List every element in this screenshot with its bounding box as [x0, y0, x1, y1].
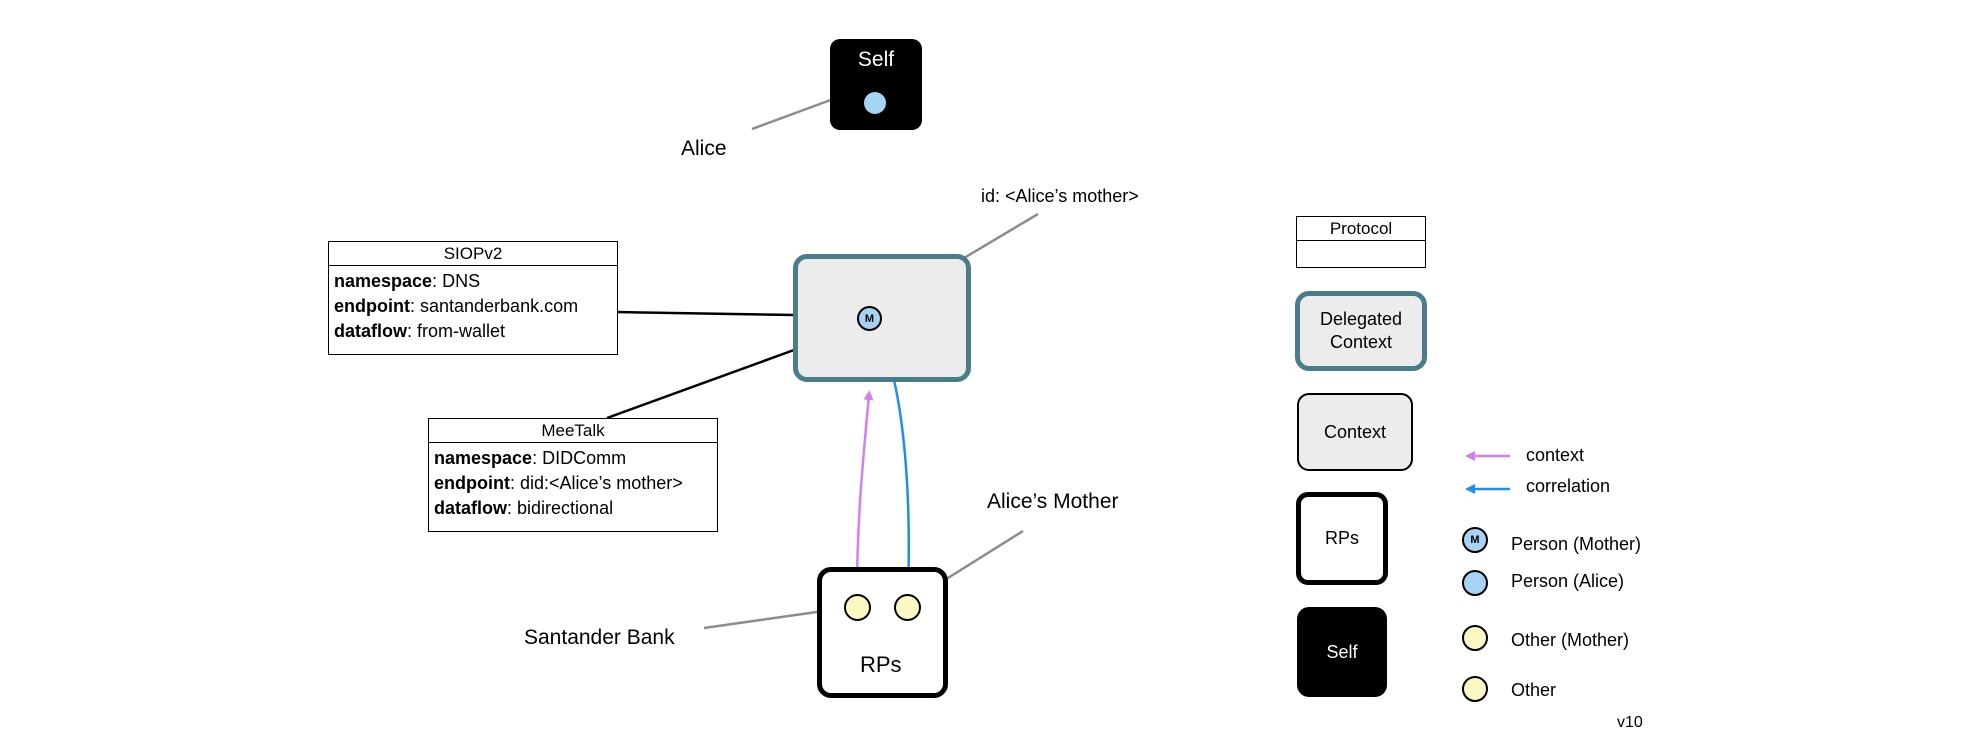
rps-box-title: RPs — [860, 652, 902, 677]
legend-other-mother-node — [1462, 625, 1488, 651]
legend-rps-label: RPs — [1324, 528, 1359, 548]
legend-person-mother-badge: M — [1470, 534, 1480, 546]
alices-mother-label: Alice’s Mother — [987, 490, 1119, 513]
legend-self-box: Self — [1297, 607, 1387, 697]
self-box: Self — [830, 39, 922, 130]
legend-correlation-arrow-label: correlation — [1526, 476, 1611, 496]
legend-protocol-box: Protocol — [1296, 216, 1426, 268]
legend-person-mother-node: M — [1462, 527, 1488, 553]
protocol-row-endpoint: endpoint: santanderbank.com — [334, 296, 579, 316]
protocol-row-dataflow: dataflow: from-wallet — [334, 321, 506, 341]
protocol-row-namespace: namespace: DNS — [334, 271, 481, 291]
legend-person-alice-node — [1462, 570, 1488, 596]
alices-mother-node — [894, 594, 921, 621]
protocol-row-endpoint: endpoint: did:<Alice’s mother> — [434, 473, 683, 493]
legend-delegated-context-box: Delegated Context — [1295, 291, 1427, 371]
santander-bank-label: Santander Bank — [524, 626, 675, 649]
alice-label: Alice — [681, 137, 727, 160]
legend-other-label: Other — [1511, 680, 1557, 700]
legend-protocol-label: Protocol — [1297, 217, 1425, 241]
alice-person-node — [864, 92, 886, 114]
version-label: v10 — [1617, 714, 1643, 731]
legend-context-arrow-label: context — [1526, 445, 1585, 465]
mother-person-node: M — [857, 306, 882, 331]
self-box-title: Self — [857, 48, 895, 71]
legend-self-label: Self — [1326, 641, 1358, 662]
legend-context-box: Context — [1297, 393, 1413, 471]
mother-person-badge: M — [864, 312, 875, 325]
alice-connector — [751, 96, 837, 131]
legend-other-node — [1462, 676, 1488, 702]
legend-other-mother-label: Other (Mother) — [1511, 630, 1630, 650]
protocol-title: SIOPv2 — [329, 242, 617, 266]
meetalk-connector — [606, 348, 795, 420]
context-arrow — [855, 390, 874, 594]
legend-person-alice-label: Person (Alice) — [1511, 571, 1625, 591]
siopv2-connector — [615, 310, 795, 317]
legend-person-mother-label: Person (Mother) — [1511, 534, 1642, 554]
santander-bank-node — [844, 594, 871, 621]
legend-context-label: Context — [1323, 421, 1387, 442]
protocol-row-dataflow: dataflow: bidirectional — [434, 498, 614, 518]
protocol-title: MeeTalk — [429, 419, 717, 443]
legend-rps-box: RPs — [1296, 492, 1388, 585]
protocol-box-meetalk: MeeTalk namespace: DIDComm endpoint: did… — [428, 418, 718, 532]
delegated-context-box — [793, 254, 971, 382]
protocol-box-siopv2: SIOPv2 namespace: DNS endpoint: santande… — [328, 241, 618, 355]
id-label: id: <Alice’s mother> — [981, 186, 1139, 206]
rps-box — [817, 567, 948, 698]
legend-delegated-context-label: Delegated Context — [1319, 309, 1403, 352]
protocol-row-namespace: namespace: DIDComm — [434, 448, 627, 468]
